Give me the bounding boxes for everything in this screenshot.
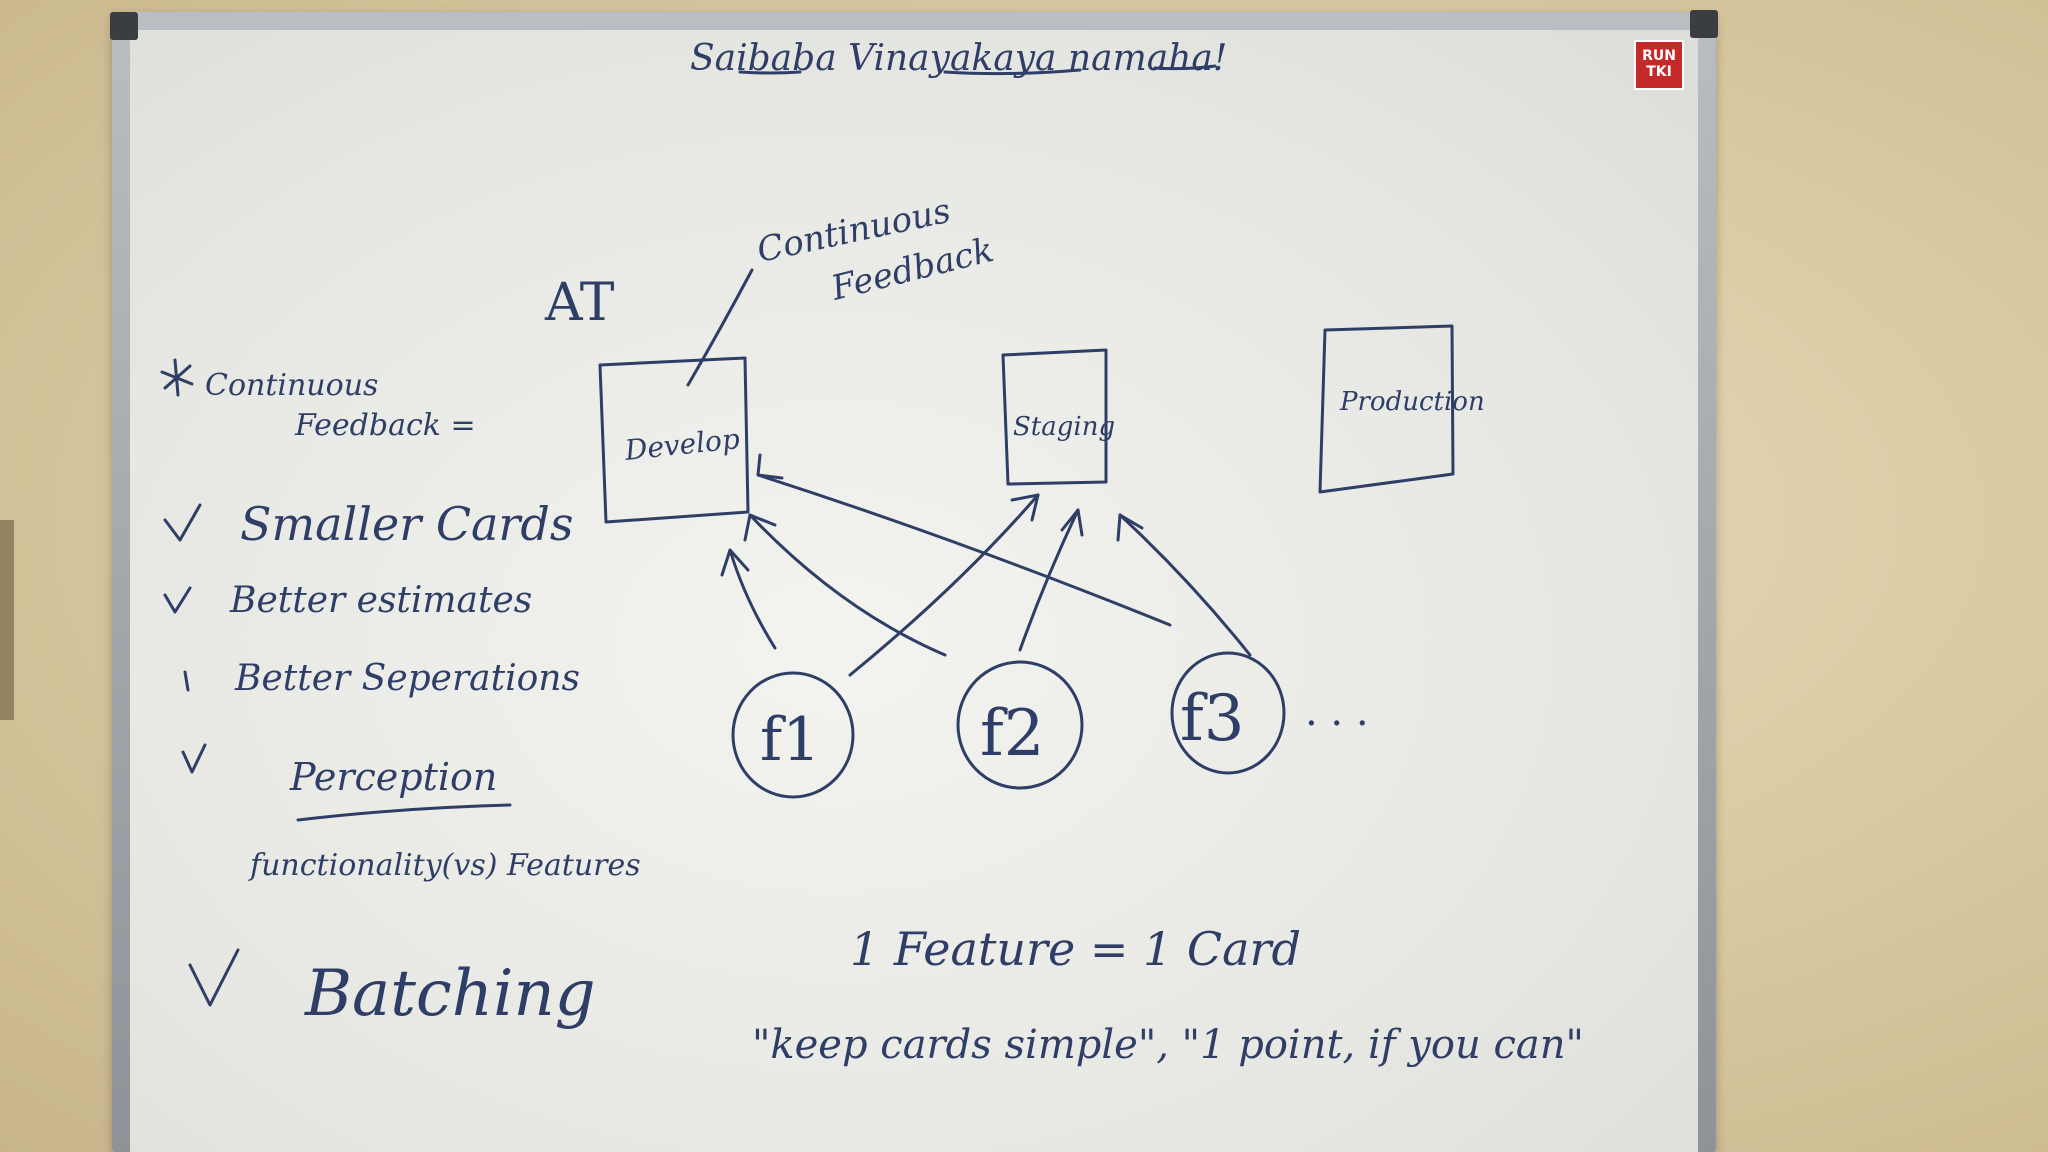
frame-corner-top-left [110, 12, 138, 40]
arrow-f2-to-staging-head [1060, 508, 1084, 537]
list-item-better-seperations: Better Seperations [234, 658, 580, 699]
feature-circle-f2 [956, 660, 1084, 790]
arrow-f3-to-staging-head [1116, 513, 1144, 542]
rule-text: 1 Feature = 1 Card [850, 922, 1301, 976]
arrow-f3-to-develop [756, 473, 1172, 627]
feedback-callout-line [686, 268, 754, 387]
feature-label-f2: f2 [980, 697, 1044, 771]
frame-corner-top-right [1690, 10, 1718, 38]
arrow-f1-to-staging-head [1010, 493, 1040, 522]
arrow-f3-to-staging [1118, 513, 1252, 657]
arrow-f2-to-develop-head [743, 513, 777, 542]
staging-box [1001, 348, 1108, 486]
feature-circle-f3 [1170, 651, 1286, 775]
header-underline-3 [1153, 64, 1217, 71]
at-label: AT [544, 273, 615, 333]
checkmark-2 [163, 586, 192, 614]
feature-label-f3: f3 [1180, 682, 1244, 756]
header-text: Saibaba Vinayakaya namaha! [690, 38, 1227, 79]
checkmark-1 [163, 503, 202, 542]
header-underline-2 [943, 68, 1082, 76]
brand-sticker-text: RUN TKI [1642, 48, 1676, 80]
arrow-f1-to-develop-head [720, 548, 750, 577]
left-list-title-2: Feedback = [294, 408, 476, 443]
list-item-perception: Perception [289, 755, 497, 799]
list-item-better-estimates: Better estimates [229, 580, 532, 621]
production-box [1318, 324, 1455, 494]
brand-sticker: RUN TKI [1634, 40, 1684, 90]
checkmark-5 [188, 948, 240, 1007]
develop-label: Develop [622, 422, 741, 467]
production-label: Production [1339, 387, 1485, 417]
checkmark-3 [183, 670, 190, 692]
arrow-f3-to-develop-head [756, 453, 784, 480]
staging-label: Staging [1013, 412, 1115, 442]
checkmark-4 [181, 743, 207, 774]
arrow-f1-to-develop [728, 548, 777, 650]
feature-label-f1: f1 [760, 705, 820, 775]
arrow-f1-to-staging [848, 493, 1040, 677]
develop-box [598, 356, 750, 524]
arrow-f2-to-staging [1018, 508, 1080, 652]
header-underline-1 [738, 70, 802, 75]
list-item-batching: Batching [304, 957, 596, 1031]
feature-ellipsis: . . . [1305, 689, 1369, 735]
list-item-perception-sub: functionality(vs) Features [248, 848, 641, 883]
whiteboard-surface [130, 30, 1698, 1152]
feature-circle-f1 [731, 671, 855, 799]
quote-text: "keep cards simple", "1 point, if you ca… [752, 1022, 1584, 1068]
star-mark [160, 358, 194, 397]
arrow-f2-to-develop [748, 513, 947, 657]
perception-underline [296, 803, 512, 822]
list-item-smaller-cards: Smaller Cards [240, 497, 573, 551]
wall-edge-shadow [0, 520, 14, 720]
left-list-title-1: Continuous [205, 368, 378, 403]
